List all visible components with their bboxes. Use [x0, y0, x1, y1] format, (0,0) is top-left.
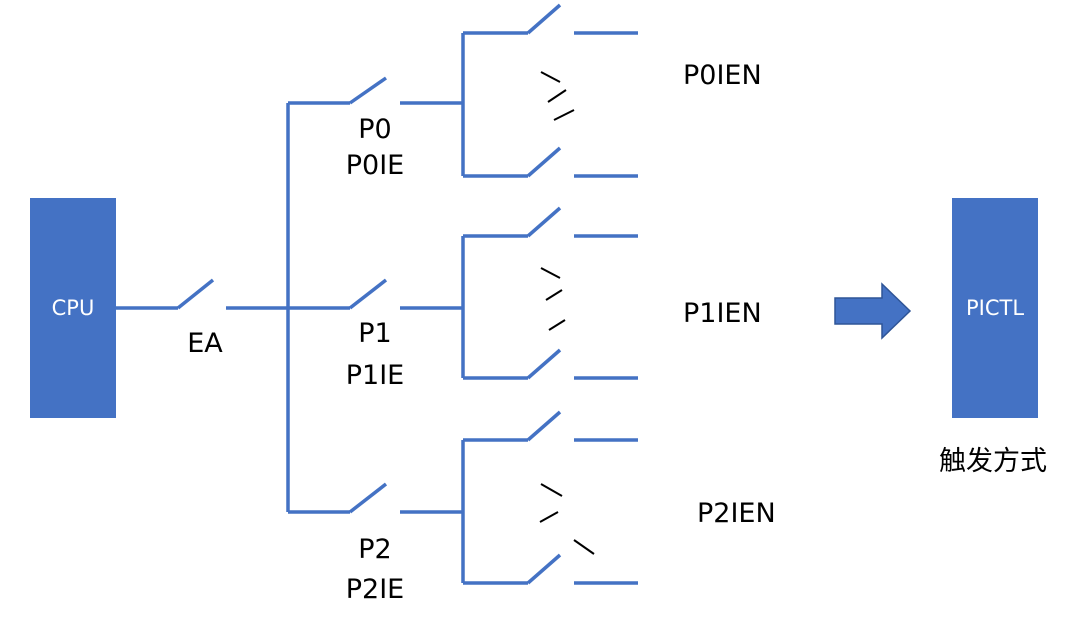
p1-branch: P1 P1IE P1IEN	[288, 206, 762, 391]
arrow-right-icon	[834, 282, 912, 340]
cpu-block: CPU	[30, 198, 116, 418]
ea-label: EA	[187, 328, 223, 359]
p2-branch: P2 P2IE P2IEN	[288, 410, 776, 605]
p2ie-label: P2IE	[346, 574, 404, 605]
cpu-label: CPU	[52, 296, 95, 320]
p1-label: P1	[358, 318, 391, 349]
p0ien-label: P0IEN	[683, 60, 762, 91]
cpu-box	[30, 198, 116, 418]
p1-switch-blade	[348, 278, 388, 310]
p0-branch: P0 P0IE P0IEN	[288, 3, 762, 181]
trigger-mode-caption: 触发方式	[939, 446, 1047, 477]
p2-switch-blade	[348, 482, 388, 514]
p0ie-label: P0IE	[346, 150, 404, 181]
p2-label: P2	[358, 534, 391, 565]
p2ien-label: P2IEN	[697, 498, 776, 529]
ea-switch: EA	[116, 278, 288, 359]
pictl-block: PICTL 触发方式	[939, 198, 1047, 477]
p1ien-label: P1IEN	[683, 298, 762, 329]
p1ie-label: P1IE	[346, 360, 404, 391]
pictl-label: PICTL	[966, 296, 1024, 320]
ea-switch-blade	[176, 278, 215, 310]
pictl-box	[952, 198, 1038, 418]
p0-label: P0	[358, 114, 391, 145]
p0-switch-blade	[349, 76, 387, 105]
